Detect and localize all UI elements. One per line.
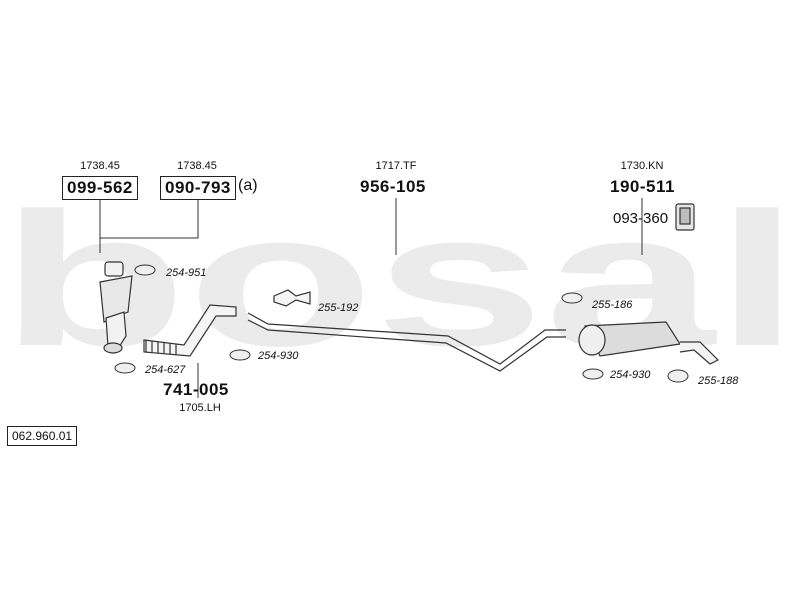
clamp-label[interactable]: 254-951 [166, 267, 207, 279]
clamp-label[interactable]: 254-627 [145, 364, 186, 376]
heat-shield [675, 203, 695, 231]
clamp-label[interactable]: 255-192 [318, 302, 359, 314]
part-number-catalytic-1[interactable]: 099-562 [62, 176, 138, 200]
clamp-label[interactable]: 254-930 [610, 369, 651, 381]
catalytic-converter [99, 261, 133, 354]
rear-silencer [578, 321, 720, 365]
watermark: bosal [0, 174, 800, 386]
ref-catalytic-2: 1738.45 [177, 160, 217, 172]
part-number-center-pipe[interactable]: 956-105 [360, 177, 426, 196]
clamp-label[interactable]: 254-930 [258, 350, 299, 362]
center-pipe [247, 312, 566, 372]
part-number-heat-shield[interactable]: 093-360 [613, 210, 669, 227]
ref-rear-silencer: 1730.KN [620, 160, 664, 172]
hanger-255-192 [273, 289, 311, 307]
clamp-label[interactable]: 255-188 [698, 375, 739, 387]
ref-catalytic-1: 1738.45 [80, 160, 120, 172]
part-number-front-pipe[interactable]: 741-005 [163, 380, 229, 399]
catalytic-2-tag: (a) [238, 177, 258, 194]
catalog-id-box: 062.960.01 [7, 426, 78, 446]
ref-front-pipe: 1705.LH [179, 402, 221, 414]
clamp-icons [114, 264, 689, 383]
ref-center-pipe: 1717.TF [375, 160, 417, 172]
front-pipe [143, 304, 237, 357]
clamp-label[interactable]: 255-186 [592, 299, 633, 311]
leader-lines [99, 196, 643, 398]
part-number-catalytic-2[interactable]: 090-793 [160, 176, 236, 200]
part-number-rear-silencer[interactable]: 190-511 [610, 177, 675, 196]
